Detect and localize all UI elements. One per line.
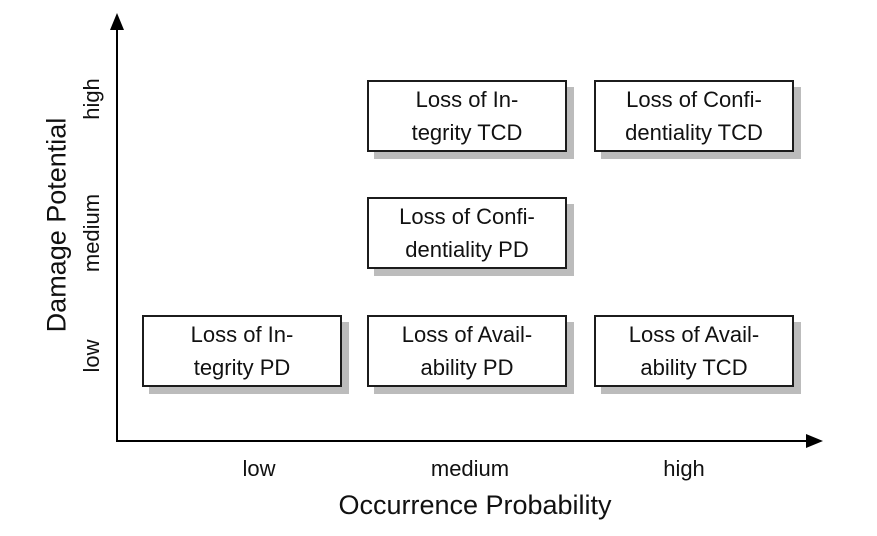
x-tick-medium: medium <box>430 456 510 481</box>
x-tick-low: low <box>242 456 276 481</box>
box-label-line: dentiality PD <box>405 237 529 262</box>
y-axis-arrowhead-icon <box>110 13 124 30</box>
x-axis-title: Occurrence Probability <box>338 490 612 520</box>
y-axis-title: Damage Potential <box>41 117 72 333</box>
box-label-line: Loss of Avail- <box>628 322 760 347</box>
y-tick-high: high <box>79 78 104 120</box>
matrix-box-loss-of-availability-pd: Loss of Avail- ability PD <box>367 315 567 387</box>
box-label-line: ability TCD <box>640 355 748 380</box>
matrix-box-loss-of-integrity-pd: Loss of In- tegrity PD <box>142 315 342 387</box>
matrix-box-loss-of-integrity-tcd: Loss of In- tegrity TCD <box>367 80 567 152</box>
x-axis-line <box>116 440 808 442</box>
box-label-line: Loss of In- <box>415 87 519 112</box>
box-label-line: tegrity TCD <box>411 120 523 145</box>
x-tick-high: high <box>663 456 705 481</box>
y-tick-low: low <box>79 339 104 373</box>
y-tick-medium: medium <box>79 193 104 273</box>
box-label-line: ability PD <box>420 355 514 380</box>
box-label-line: Loss of Confi- <box>399 204 535 229</box>
matrix-box-loss-of-confidentiality-tcd: Loss of Confi- dentiality TCD <box>594 80 794 152</box>
box-label-line: dentiality TCD <box>625 120 763 145</box>
matrix-box-loss-of-availability-tcd: Loss of Avail- ability TCD <box>594 315 794 387</box>
box-label-line: tegrity PD <box>193 355 291 380</box>
matrix-box-loss-of-confidentiality-pd: Loss of Confi- dentiality PD <box>367 197 567 269</box>
box-label-line: Loss of In- <box>190 322 294 347</box>
x-axis-arrowhead-icon <box>806 434 823 448</box>
box-label-line: Loss of Confi- <box>626 87 762 112</box>
y-axis-line <box>116 22 118 441</box>
box-label-line: Loss of Avail- <box>401 322 533 347</box>
